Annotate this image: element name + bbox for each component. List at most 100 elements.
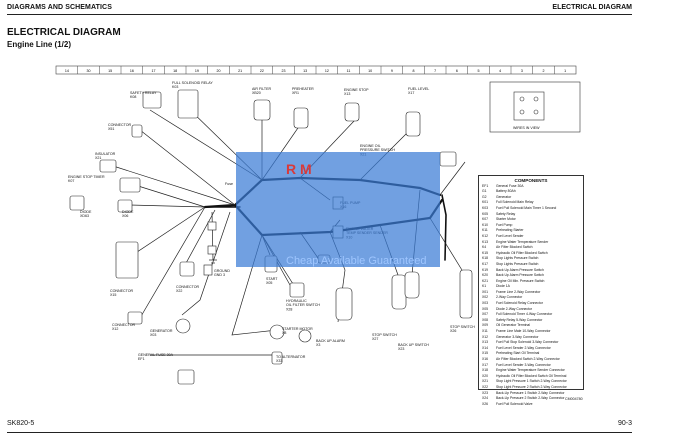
component-code: X08 <box>482 317 489 322</box>
grid-number: 1 <box>564 69 566 73</box>
component-code: K07 <box>482 217 489 222</box>
label-figure-code: CM004780 <box>565 397 583 401</box>
grid-number: 15 <box>108 69 112 73</box>
footer-model: SK820-5 <box>7 420 35 427</box>
component-row: X26 Fuel Pull Solenoid Valve <box>479 402 583 408</box>
component-description: Safety Relay 5-Way Connector <box>496 317 543 322</box>
component-description: Battery 80Ah <box>496 189 516 194</box>
component-description: Diode 2-Way Connector <box>496 306 533 311</box>
component-description: Starter Motor <box>496 217 516 222</box>
component-code: K1 <box>482 284 487 289</box>
component-row: X01 Frame Line 2-Way Connector <box>479 290 583 296</box>
component-code: X01 <box>482 289 489 294</box>
component-description: Back Up Alarm Pressure Switch <box>496 267 544 272</box>
component-code: K03 <box>482 205 489 210</box>
grid-number: 4 <box>499 69 501 73</box>
component-code: X26 <box>482 401 489 406</box>
component-description: Fuel Pull Solenoid Valve <box>496 401 533 406</box>
grid-number: 18 <box>173 69 177 73</box>
component-code: X11 <box>482 329 488 334</box>
component-code: X14 <box>482 345 489 350</box>
grid-number: 30 <box>87 69 91 73</box>
component-row: X23 Back-Up Pressure 1 Switch 2-Way Conne… <box>479 391 583 397</box>
component-description: Engine Water Temperature Sender Connecto… <box>496 368 565 373</box>
component-code: X24 <box>482 396 489 401</box>
component-description: Frame Line 2-Way Connector <box>496 289 541 294</box>
component-description: Diode 1A <box>496 284 510 289</box>
watermark-mark: R M <box>286 161 312 177</box>
component-description: Engine Oil Min. Pressure Switch <box>496 278 545 283</box>
component-row: K1 Diode 1A <box>479 284 583 290</box>
label-fuse: Fuse <box>225 182 233 186</box>
watermark-logo <box>236 152 440 267</box>
grid-number: 7 <box>434 69 436 73</box>
component-code: X23 <box>482 390 489 395</box>
component-code: K01 <box>482 200 489 205</box>
label-wires-in-view: WIRES IN VIEW <box>513 126 540 130</box>
component-code: EF1 <box>482 183 489 188</box>
component-code: K12 <box>482 233 489 238</box>
component-code: X02 <box>482 295 489 300</box>
component-description: Safety Relay <box>496 211 516 216</box>
header-section-title: DIAGRAMS AND SCHEMATICS <box>7 4 112 11</box>
component-row: X02 2-Way Connector <box>479 295 583 301</box>
page-title: ELECTRICAL DIAGRAM <box>7 27 121 38</box>
grid-number: 17 <box>152 69 156 73</box>
grid-number: 9 <box>391 69 393 73</box>
grid-number: 23 <box>282 69 286 73</box>
grid-number: 5 <box>478 69 480 73</box>
component-code: K17 <box>482 261 489 266</box>
component-code: K11 <box>482 228 488 233</box>
component-code: X20 <box>482 373 489 378</box>
header-rule <box>7 14 632 15</box>
component-description: Back-Up Pressure 1 Switch 2-Way Connecto… <box>496 390 565 395</box>
component-description: Air Filter Blocked Switch <box>496 245 533 250</box>
component-description: 2-Way Connector <box>496 295 523 300</box>
component-description: Full Solenoid Timer 4-Way Connector <box>496 312 553 317</box>
component-row: X08 Safety Relay 5-Way Connector <box>479 318 583 324</box>
component-code: K13 <box>482 239 489 244</box>
grid-number: 16 <box>130 69 134 73</box>
component-code: X05 <box>482 306 489 311</box>
component-code: K05 <box>482 211 489 216</box>
component-description: Stop Light Pressure 1 Switch 2-Way Conne… <box>496 379 567 384</box>
component-row: X21 Stop Light Pressure 1 Switch 2-Way Co… <box>479 379 583 385</box>
component-code: X17 <box>482 362 489 367</box>
component-row: X05 Diode 2-Way Connector <box>479 307 583 313</box>
component-description: Preheating Starter <box>496 228 524 233</box>
watermark-overlay: R M Cheap Available Guaranteed <box>286 161 426 267</box>
component-code: K21 <box>482 278 489 283</box>
watermark: R M Cheap Available Guaranteed <box>236 152 440 267</box>
component-description: Stop Light Pressure 2 Switch 2-Way Conne… <box>496 384 567 389</box>
grid-number: 3 <box>521 69 523 73</box>
component-code: X21 <box>482 379 489 384</box>
